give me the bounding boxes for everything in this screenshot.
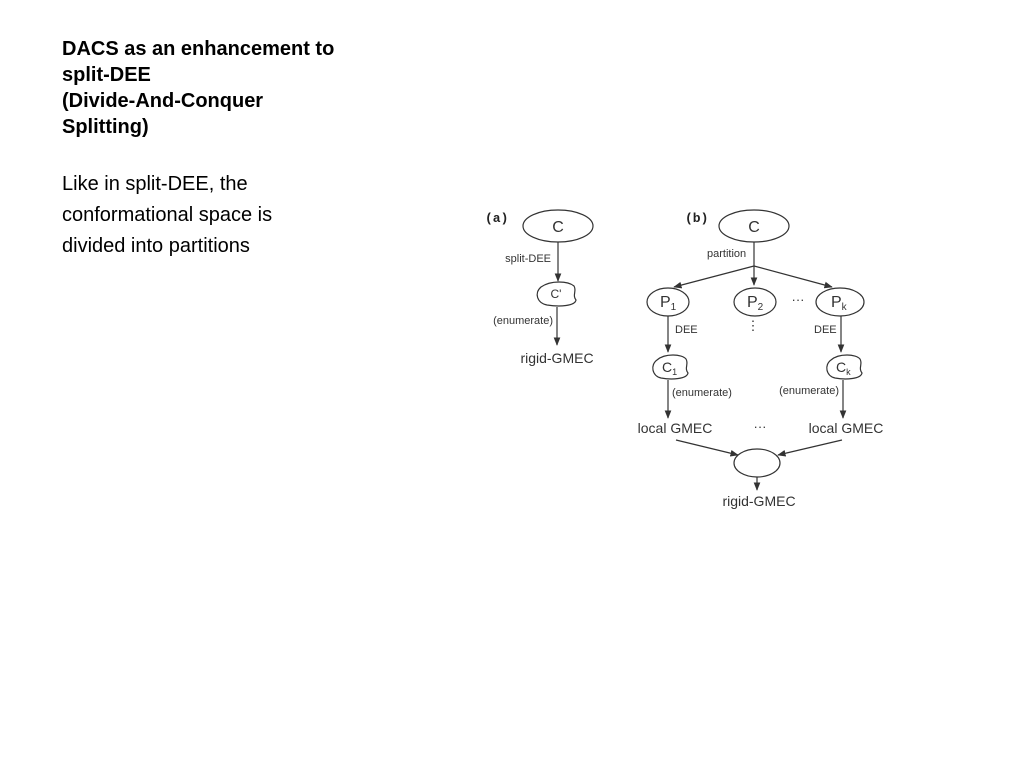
edge-b-to-pk [753,265,833,289]
result-b-rigid-gmec: rigid-GMEC [722,493,795,509]
panel-a-label: (a) [485,211,508,226]
edge-b-merge-right [777,439,843,457]
edge-b-dee-left-label: DEE [675,324,698,336]
title-line: split-DEE [62,64,151,86]
node-a-root-label: C [552,219,564,236]
node-a-reduced [536,281,577,307]
edge-a-split-label: split-DEE [505,253,551,265]
panel-b: (b) C partition P1 P2 ⋮ ··· Pk DEE DEE C… [638,209,884,509]
body-line: Like in split-DEE, the [62,173,248,195]
title-line: DACS as an enhancement to [62,38,335,60]
title-line: (Divide-And-Conquer [62,90,264,112]
node-ck-label: Ck [836,359,851,377]
body-line: divided into partitions [62,235,250,257]
node-p1-label: P1 [660,294,677,313]
body-line: conformational space is [62,204,273,226]
edge-b-enumerate-left-label: (enumerate) [672,387,732,399]
node-p2 [733,287,777,317]
node-pk-label: Pk [831,294,848,313]
node-c1-label: C1 [662,359,677,377]
slide-body-text: Like in split-DEE, the conformational sp… [62,169,362,262]
node-ck [826,354,863,380]
node-b-merge [733,448,781,478]
edge-a-enumerate-label: (enumerate) [493,315,553,327]
local-gmec-right: local GMEC [809,420,884,436]
edge-b-enumerate-right-label: (enumerate) [779,385,839,397]
local-gmec-left: local GMEC [638,420,713,436]
node-a-reduced-label: C' [551,287,562,301]
vertical-ellipsis: ⋮ [747,318,760,333]
edge-b-to-p1 [673,265,755,289]
result-a-rigid-gmec: rigid-GMEC [520,350,593,366]
local-gmec-ellipsis: ··· [754,419,767,434]
slide-title: DACS as an enhancement to split-DEE (Div… [62,36,382,140]
panel-b-label: (b) [685,211,708,226]
node-pk [815,287,865,317]
node-p2-label: P2 [747,294,764,313]
edge-b-merge-left [675,439,739,457]
partition-ellipsis: ··· [792,292,805,307]
node-c1 [652,354,689,380]
edge-b-dee-right-label: DEE [814,324,837,336]
panel-a: (a) C split-DEE C' (enumerate) rigid-GME… [485,209,594,366]
edge-b-partition-label: partition [707,248,746,260]
node-b-root-label: C [748,219,760,236]
title-line: Splitting) [62,116,149,138]
